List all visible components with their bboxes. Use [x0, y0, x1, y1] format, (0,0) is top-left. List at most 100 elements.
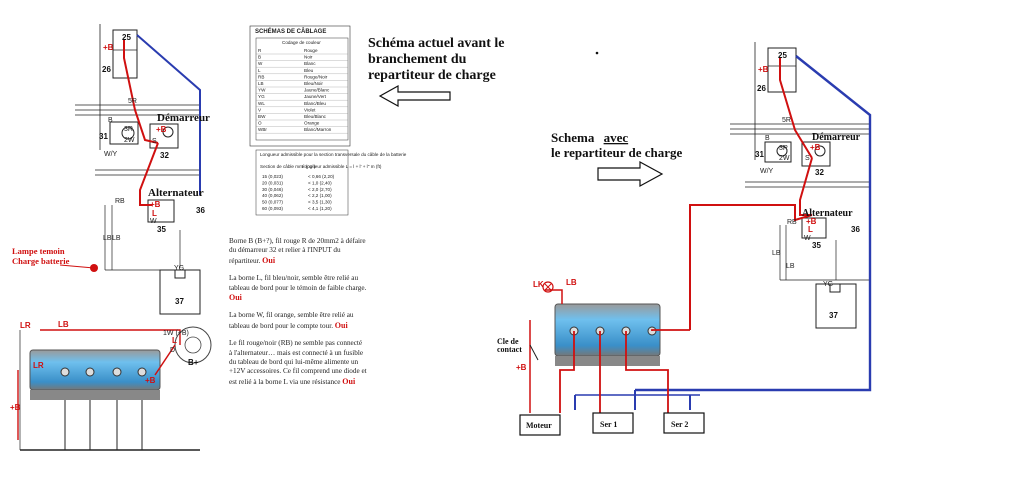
svg-text:W: W	[804, 235, 811, 242]
length-section: 40 (0,062)	[262, 193, 283, 198]
color-code: YW	[258, 88, 266, 93]
note-text: La borne L, fil bleu/noir, semble être r…	[229, 274, 367, 292]
svg-text:L: L	[152, 209, 157, 218]
left-wiring-diagram	[17, 24, 212, 451]
arrow-left-icon	[378, 84, 451, 108]
color-code: WBr	[258, 127, 267, 132]
color-header: Codage de couleur	[282, 40, 321, 45]
arrow-right-icon	[597, 160, 664, 188]
left-diagram-labels: 25 26 +B 5R B 31 3R 2W W/Y Démarreur +B …	[10, 33, 210, 412]
color-name: Blanc	[304, 61, 316, 66]
svg-text:31: 31	[755, 150, 764, 159]
svg-text:LK: LK	[533, 280, 544, 289]
lampe-temoin-label: Lampe temoin	[12, 246, 65, 256]
svg-text:B+: B+	[188, 358, 199, 367]
svg-text:LB: LB	[58, 320, 69, 329]
length-value: < 0,66 (2,20)	[308, 174, 335, 179]
svg-text:26: 26	[757, 84, 766, 93]
charge-batterie-label: Charge batterie	[12, 256, 70, 266]
svg-text:LB: LB	[103, 235, 112, 242]
length-section: 60 (0,093)	[262, 206, 283, 211]
note-text: Le fil rouge/noir (RB) ne semble pas con…	[229, 339, 367, 386]
color-code: V	[258, 107, 262, 112]
svg-text:3R: 3R	[779, 145, 788, 152]
svg-text:LR: LR	[20, 321, 31, 330]
color-name: Orange	[304, 121, 320, 126]
terminal-25: 25	[122, 33, 131, 42]
color-name: Bleu/Noir	[304, 81, 323, 86]
color-code: RB	[258, 74, 264, 79]
length-header: Longueur admissible pour la section tran…	[260, 152, 407, 157]
color-code: YG	[258, 94, 265, 99]
length-section: 20 (0,031)	[262, 180, 283, 185]
svg-text:3R: 3R	[124, 126, 133, 133]
svg-text:37: 37	[175, 297, 184, 306]
length-value: < 2,0 (2,70)	[308, 187, 332, 192]
color-code: LB	[258, 81, 264, 86]
svg-text:25: 25	[778, 51, 787, 60]
length-section: 50 (0,077)	[262, 200, 283, 205]
color-code: L	[258, 68, 261, 73]
svg-text:YG: YG	[823, 281, 833, 288]
ser1-label: Ser 1	[600, 420, 617, 429]
svg-text:Longueur admissible L = l + l': Longueur admissible L = l + l' + l'' m (…	[302, 164, 382, 169]
svg-text:contact: contact	[497, 345, 522, 354]
svg-text:37: 37	[829, 311, 838, 320]
svg-text:Section de câble mm² (po²): Section de câble mm² (po²)	[260, 164, 316, 169]
svg-text:+B: +B	[156, 125, 167, 134]
title-avec-2: le repartiteur de charge	[551, 145, 683, 160]
terminal-26: 26	[102, 65, 111, 74]
svg-text:+B: +B	[810, 143, 821, 152]
right-diagram-labels: 25 26 +B 5R B 31 3R 2W W/Y Démarreur +B …	[497, 51, 861, 430]
svg-text:D: D	[170, 347, 175, 354]
svg-text:5R: 5R	[782, 117, 791, 124]
svg-text:Cle de: Cle de	[497, 337, 519, 346]
svg-text:Alternateur: Alternateur	[802, 208, 853, 219]
svg-text:1W (+B): 1W (+B)	[163, 330, 189, 337]
length-section: 15 (0,023)	[262, 174, 283, 179]
color-name: Blanc/Marron	[304, 127, 332, 132]
svg-text:S: S	[805, 155, 810, 162]
color-code: B	[258, 55, 261, 60]
svg-text:36: 36	[196, 206, 205, 215]
note-paragraph: La borne W, fil orange, semble être reli…	[229, 311, 367, 331]
title-actuel-1: Schéma actuel avant le	[368, 36, 504, 51]
note-text: Borne B (B+?), fil rouge R de 20mm2 à dé…	[229, 237, 366, 265]
svg-text:32: 32	[160, 151, 169, 160]
switch-icon	[529, 344, 539, 361]
svg-text:2W: 2W	[124, 137, 135, 144]
svg-text:S: S	[152, 138, 157, 145]
note-answer: Oui	[229, 293, 242, 303]
color-name: Rouge/Noir	[304, 74, 328, 79]
svg-text:35: 35	[812, 241, 821, 250]
svg-text:5R: 5R	[128, 98, 137, 105]
note-answer: Oui	[334, 320, 348, 330]
color-code: BW	[258, 114, 266, 119]
note-answer: Oui	[262, 255, 276, 265]
svg-text:YG: YG	[174, 265, 184, 272]
svg-text:+B: +B	[806, 217, 817, 226]
color-name: Bleu/Blanc	[304, 114, 327, 119]
color-name: Noir	[304, 55, 313, 60]
svg-text:LB: LB	[112, 235, 121, 242]
svg-text:W/Y: W/Y	[760, 168, 774, 175]
svg-text:+B: +B	[145, 376, 156, 385]
lamp-icon-right	[542, 281, 554, 293]
svg-text:B: B	[765, 135, 770, 142]
color-name: Rouge	[304, 48, 318, 53]
svg-text:RB: RB	[787, 219, 797, 226]
length-value: < 4,1 (1,20)	[308, 206, 332, 211]
svg-text:32: 32	[815, 168, 824, 177]
note-paragraph: La borne L, fil bleu/noir, semble être r…	[229, 274, 367, 303]
color-name: Bleu	[304, 68, 314, 73]
svg-text:+B: +B	[150, 200, 161, 209]
svg-text:+B: +B	[516, 363, 527, 372]
svg-text:LB: LB	[566, 278, 577, 287]
demarreur-label: Démarreur	[157, 112, 210, 124]
note-answer: Oui	[342, 376, 356, 386]
svg-text:W: W	[150, 218, 157, 225]
note-paragraph: Le fil rouge/noir (RB) ne semble pas con…	[229, 339, 367, 387]
svg-text:L: L	[808, 225, 813, 234]
svg-text:+B: +B	[758, 65, 769, 74]
